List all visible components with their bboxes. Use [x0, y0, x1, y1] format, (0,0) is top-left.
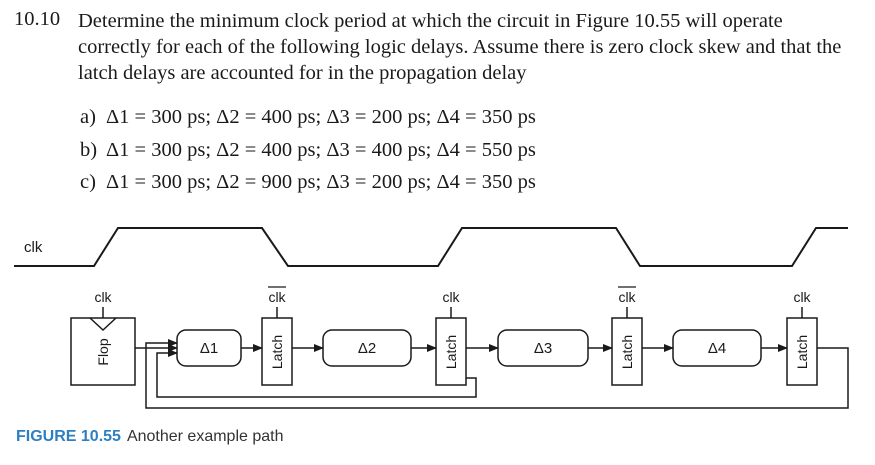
delay-label: Δ2 [358, 340, 376, 357]
option-a: a) Δ1 = 300 ps; Δ2 = 400 ps; Δ3 = 200 ps;… [80, 106, 536, 129]
latch-label: Latch [269, 335, 285, 369]
clock-label: clk [94, 289, 112, 305]
latch-3: Latch [611, 317, 643, 386]
delay-block-2: Δ2 [322, 329, 412, 367]
latch-label: Latch [794, 335, 810, 369]
delay-block-1: Δ1 [176, 329, 242, 367]
clock-label-inverted: clk [618, 289, 636, 305]
delay-label: Δ1 [200, 340, 218, 357]
latch-4: Latch [786, 317, 818, 386]
delay-label: Δ3 [534, 340, 552, 357]
problem-text: Determine the minimum clock period at wh… [78, 10, 842, 84]
option-b: b) Δ1 = 300 ps; Δ2 = 400 ps; Δ3 = 400 ps;… [80, 139, 536, 162]
option-label: b) [80, 139, 98, 161]
clock-waveform [14, 227, 848, 267]
option-text: Δ1 = 300 ps; Δ2 = 900 ps; Δ3 = 200 ps; Δ… [106, 171, 536, 193]
delay-label: Δ4 [708, 340, 726, 357]
latch-2: Latch [435, 317, 467, 386]
option-label: a) [80, 106, 96, 128]
flop: Flop [70, 317, 136, 386]
delay-block-4: Δ4 [672, 329, 762, 367]
waveform-label: clk [24, 239, 43, 256]
clock-label: clk [793, 289, 811, 305]
problem-number: 10.10 [14, 8, 61, 30]
option-label: c) [80, 171, 96, 193]
option-text: Δ1 = 300 ps; Δ2 = 400 ps; Δ3 = 400 ps; Δ… [106, 139, 536, 161]
wires [135, 339, 849, 409]
caption-text: Another example path [126, 428, 284, 445]
option-text: Δ1 = 300 ps; Δ2 = 400 ps; Δ3 = 200 ps; Δ… [106, 106, 536, 128]
clock-label: clk [442, 289, 460, 305]
option-c: c) Δ1 = 300 ps; Δ2 = 900 ps; Δ3 = 200 ps;… [80, 171, 536, 194]
latch-label: Latch [443, 335, 459, 369]
figure-caption: FIGURE 10.55 Another example path [16, 428, 283, 446]
flop-label: Flop [95, 338, 111, 365]
figure-number: FIGURE 10.55 [16, 428, 121, 445]
clock-label-inverted: clk [268, 289, 286, 305]
delay-block-3: Δ3 [497, 329, 589, 367]
latch-label: Latch [619, 335, 635, 369]
latch-1: Latch [261, 317, 293, 386]
